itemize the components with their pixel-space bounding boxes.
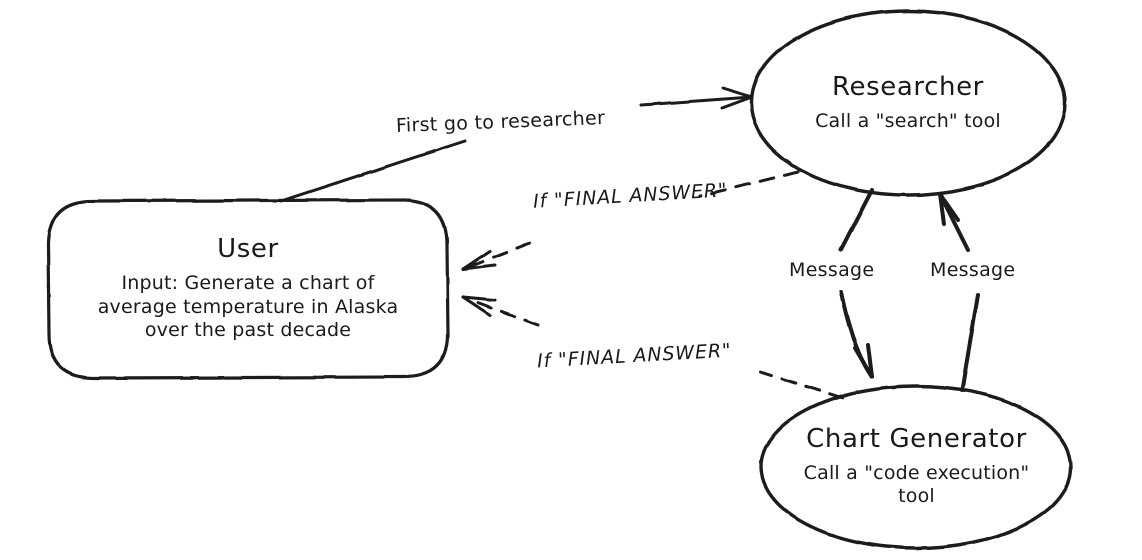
node-user-title: User bbox=[217, 233, 279, 264]
node-chart-generator-subtitle-line-2: tool bbox=[898, 485, 935, 508]
node-user-subtitle-line-3: over the past decade bbox=[144, 319, 352, 342]
user-node-outline bbox=[46, 198, 450, 380]
node-chart-generator-subtitle-line-1: Call a "code execution" bbox=[803, 461, 1030, 484]
edge-researcher-to-chart-generator bbox=[839, 188, 874, 379]
edge-researcher-to-user bbox=[461, 170, 800, 271]
node-user-subtitle-line-1: Input: Generate a chart of bbox=[121, 271, 375, 294]
node-user-subtitle: Input: Generate a chart of average tempe… bbox=[98, 272, 399, 343]
researcher-node-outline bbox=[749, 9, 1067, 197]
edge-user-to-researcher bbox=[279, 86, 754, 203]
node-researcher-subtitle-line-1: Call a "search" tool bbox=[815, 109, 1001, 132]
node-user-subtitle-line-2: average temperature in Alaska bbox=[97, 295, 399, 318]
edge-chart-generator-to-researcher bbox=[938, 192, 980, 392]
node-researcher-subtitle: Call a "search" tool bbox=[815, 110, 1001, 134]
chart-generator-node-outline bbox=[759, 384, 1073, 550]
node-researcher-title: Researcher bbox=[832, 71, 984, 102]
edge-chart-generator-to-user bbox=[461, 295, 845, 400]
node-user[interactable]: User Input: Generate a chart of average … bbox=[48, 200, 448, 378]
node-chart-generator[interactable]: Chart Generator Call a "code execution" … bbox=[760, 385, 1073, 549]
node-chart-generator-title: Chart Generator bbox=[806, 423, 1027, 454]
node-chart-generator-subtitle: Call a "code execution" tool bbox=[804, 462, 1030, 510]
node-researcher[interactable]: Researcher Call a "search" tool bbox=[750, 10, 1066, 196]
